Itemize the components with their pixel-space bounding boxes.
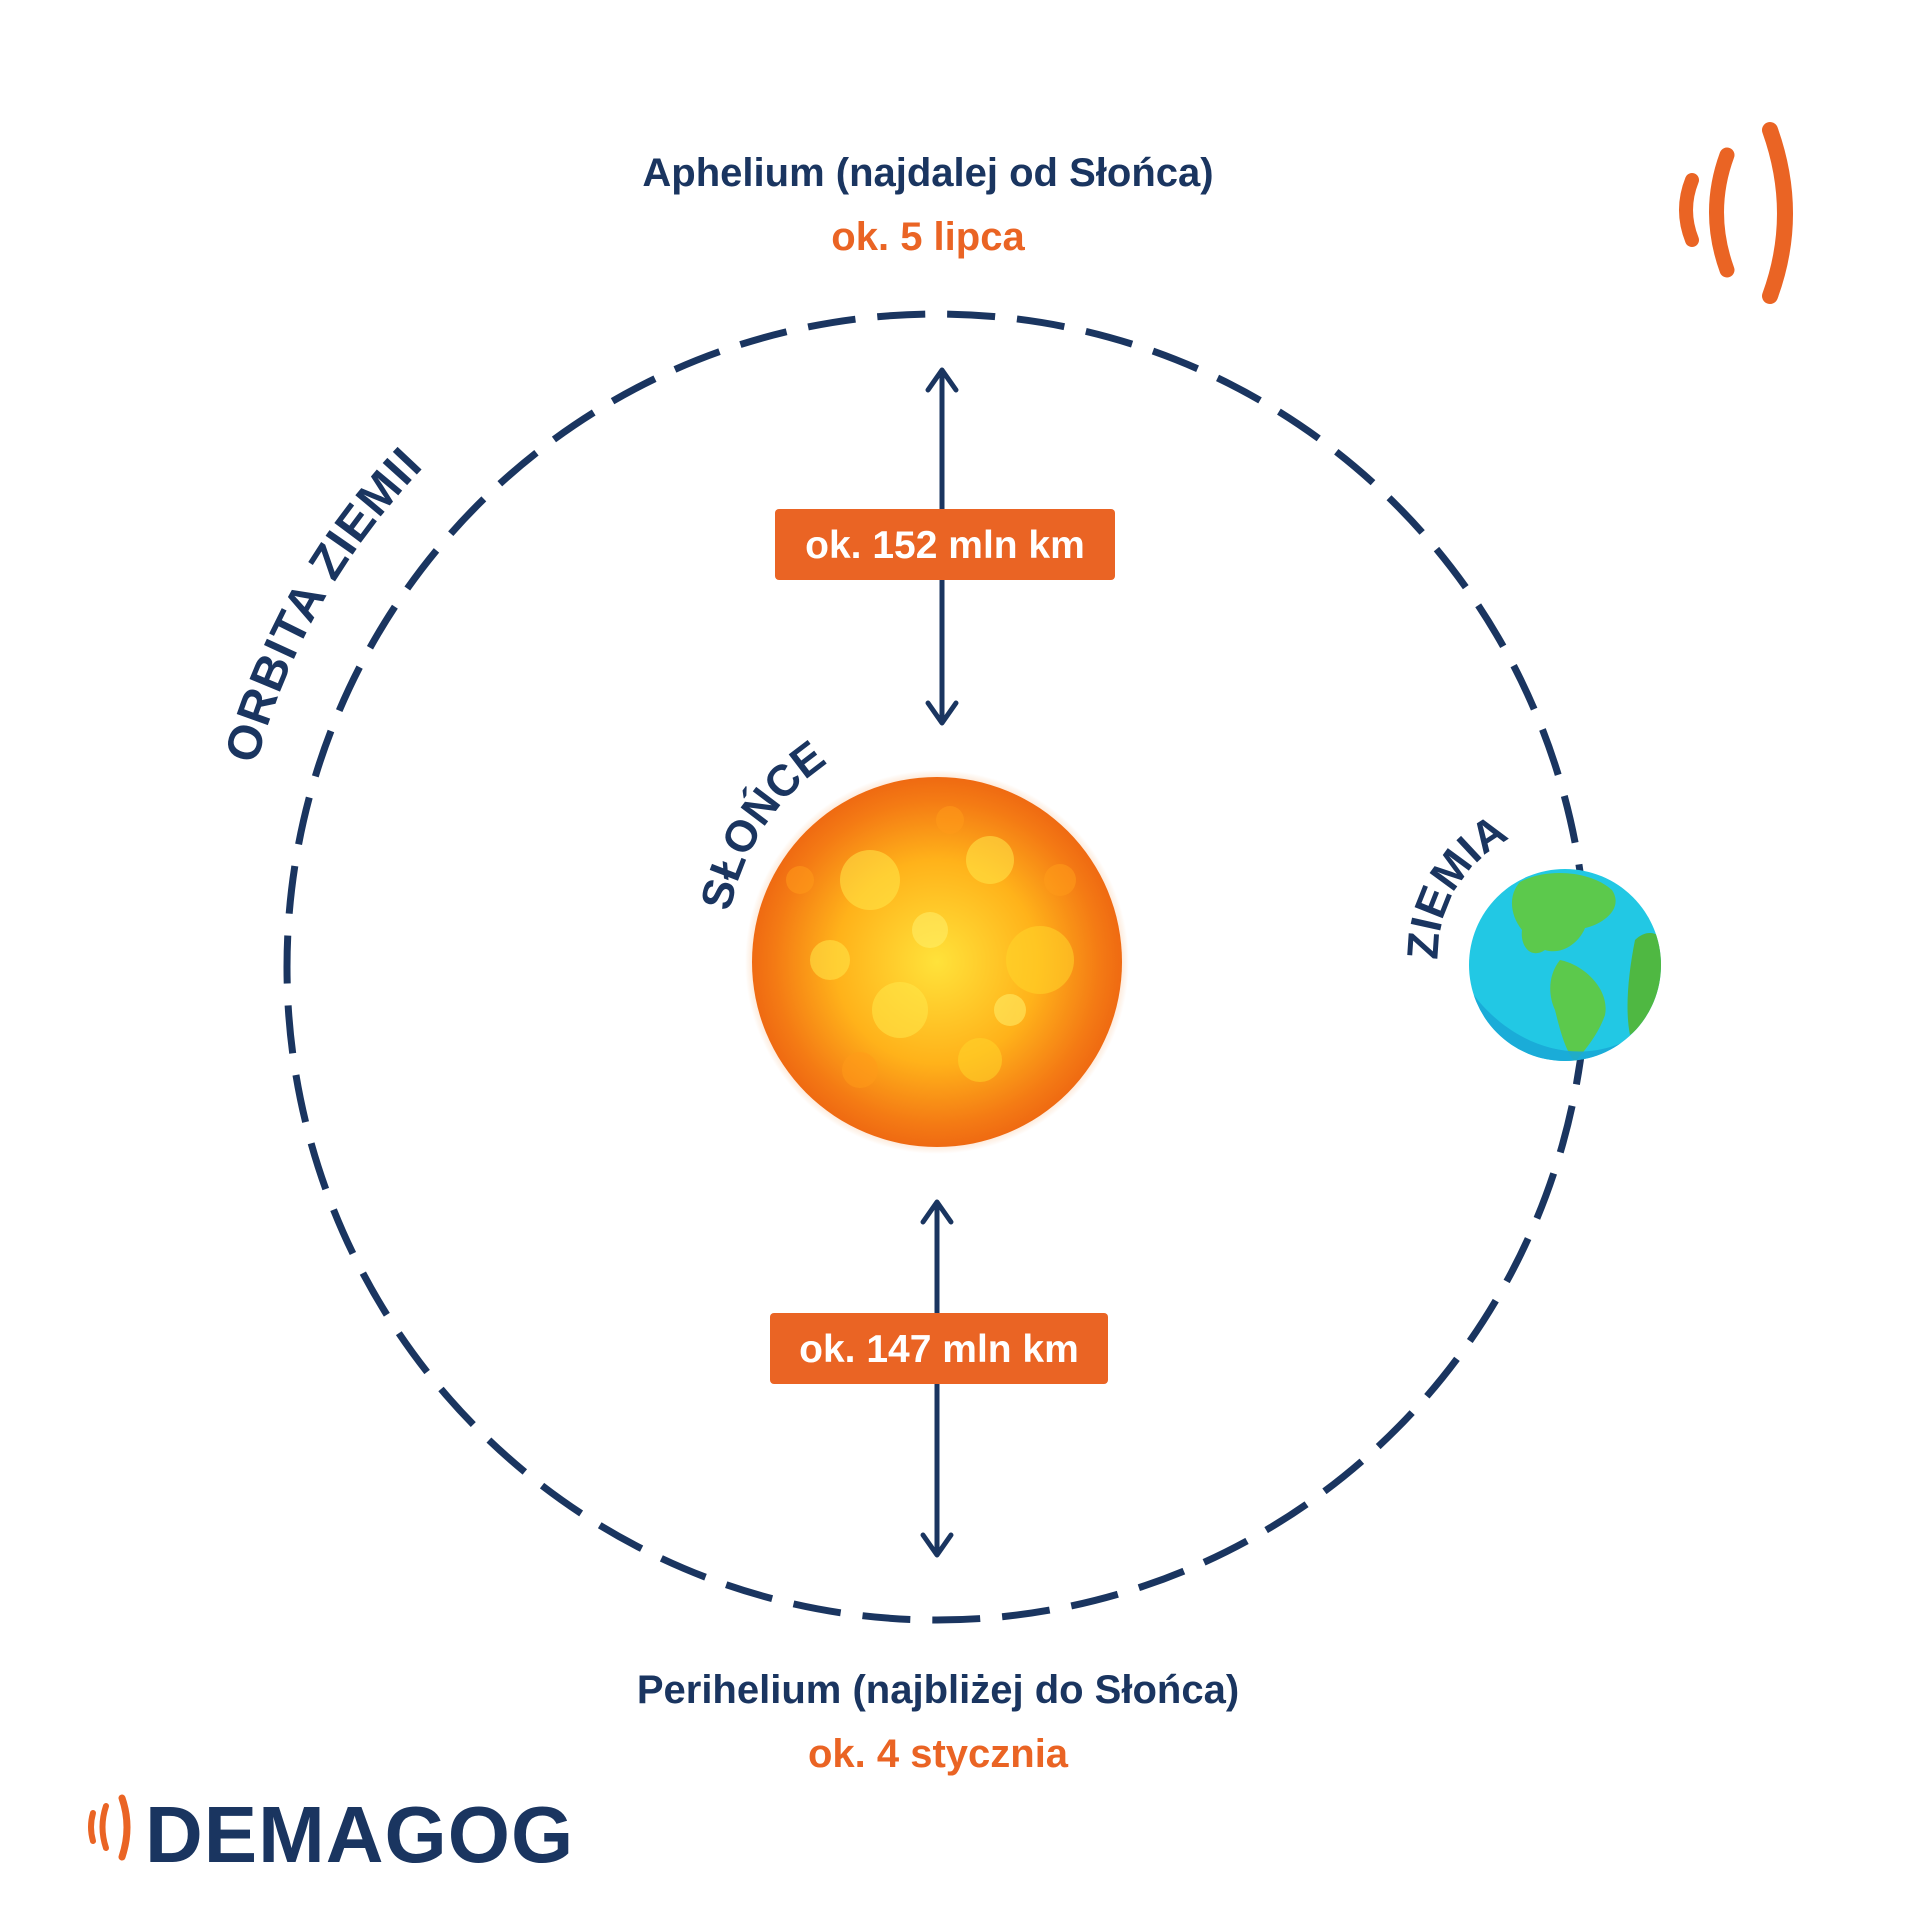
signal-waves-icon bbox=[1679, 122, 1793, 304]
aphelion-title: Aphelium (najdalej od Słońca) bbox=[642, 151, 1213, 195]
aphelion-date: ok. 5 lipca bbox=[831, 215, 1025, 259]
perihelion-date: ok. 4 stycznia bbox=[808, 1732, 1069, 1776]
aphelion-distance-label: ok. 152 mln km bbox=[805, 524, 1085, 567]
perihelion-title: Perihelium (najbliżej do Słońca) bbox=[637, 1668, 1239, 1712]
orbit-label-path: ORBITA ZIEMII bbox=[215, 438, 431, 769]
perihelion-distance-label: ok. 147 mln km bbox=[799, 1328, 1079, 1371]
brand-logo: DEMAGOG bbox=[88, 1790, 574, 1879]
orbit-label: ORBITA ZIEMII bbox=[215, 438, 432, 769]
earth-image bbox=[1469, 869, 1661, 1061]
sun-image bbox=[745, 770, 1129, 1154]
perihelion-distance-badge: ok. 147 mln km bbox=[770, 1313, 1108, 1384]
aphelion-distance-badge: ok. 152 mln km bbox=[775, 509, 1115, 580]
brand-name: DEMAGOG bbox=[145, 1790, 574, 1879]
brand-signal-icon bbox=[88, 1794, 131, 1861]
